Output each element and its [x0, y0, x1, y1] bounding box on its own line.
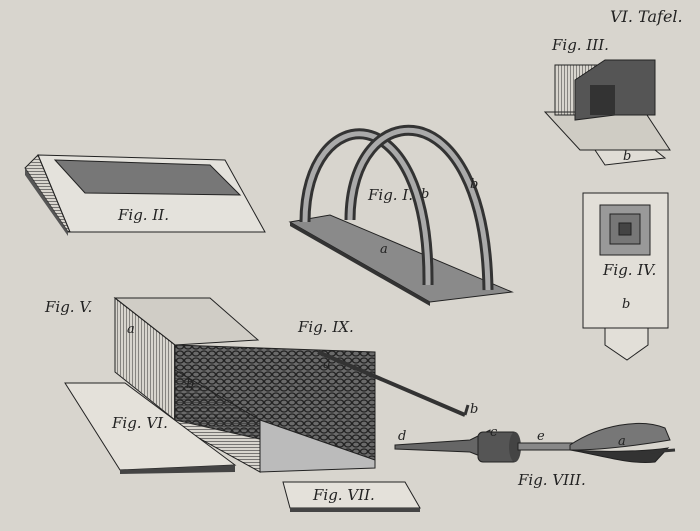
- fig-1-letter-b1: b: [421, 187, 429, 202]
- fig-9-label: Fig. IX.: [297, 318, 354, 336]
- fig-6-board: Fig. VI.: [64, 382, 237, 474]
- fig-5-box: Fig. V. a b: [44, 296, 376, 473]
- fig-8-letter-e: e: [537, 429, 545, 444]
- fig-8-bellows: Fig. VIII. d c e a: [394, 423, 676, 489]
- fig-3-label: Fig. III.: [551, 36, 609, 54]
- fig-2-tray: Fig. II.: [24, 154, 266, 236]
- plate-title: VI. Tafel.: [610, 7, 683, 26]
- fig-8-label: Fig. VIII.: [517, 471, 586, 489]
- fig-8-letter-d: d: [398, 429, 406, 444]
- fig-1-arch-frame: Fig. I. a b b: [288, 124, 514, 306]
- fig-4-letter-b: b: [622, 297, 630, 312]
- fig-8-letter-c: c: [490, 425, 498, 440]
- fig-3-letter-b: b: [623, 149, 631, 164]
- fig-2-label: Fig. II.: [117, 206, 169, 224]
- fig-6-label: Fig. VI.: [111, 414, 168, 432]
- fig-7-label: Fig. VII.: [312, 486, 375, 504]
- fig-5-letter-b: b: [186, 377, 194, 392]
- fig-3-box: Fig. III. b: [543, 36, 671, 166]
- fig-7-plate: Fig. VII.: [282, 481, 421, 512]
- fig-9-letter-b: b: [470, 402, 478, 417]
- fig-1-letter-b2: b: [470, 177, 478, 192]
- fig-1-label: Fig. I.: [367, 186, 413, 204]
- fig-5-letter-a: a: [127, 322, 135, 337]
- fig-1-letter-a: a: [380, 242, 388, 257]
- fig-4-plan: Fig. IV. b: [582, 192, 669, 361]
- fig-9-letter-a: a: [323, 357, 331, 372]
- fig-9-rod: Fig. IX. a b: [297, 318, 478, 417]
- fig-4-label: Fig. IV.: [602, 261, 656, 279]
- fig-5-label: Fig. V.: [44, 298, 92, 316]
- fig-8-letter-a: a: [618, 434, 626, 449]
